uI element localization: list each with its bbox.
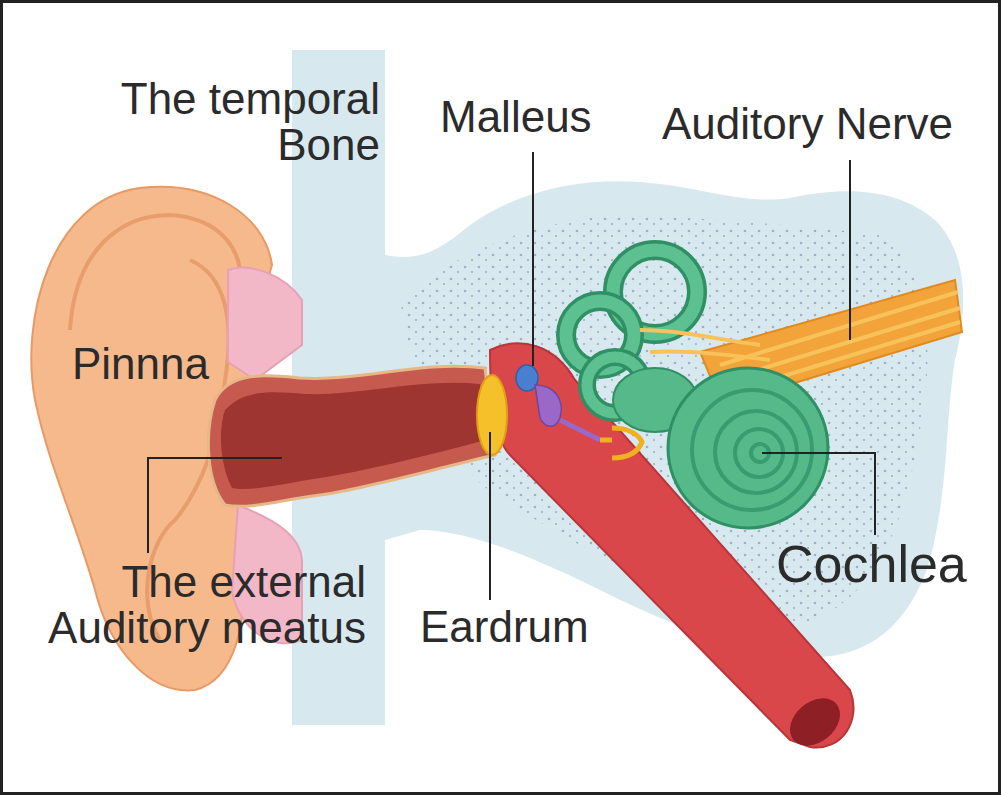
part-label: Malleus xyxy=(440,94,630,140)
part-label: The temporal Bone xyxy=(98,76,380,168)
leader-line xyxy=(148,458,282,553)
part-label: Eardrum xyxy=(420,604,620,650)
part-label: Pinnna xyxy=(72,341,242,387)
leader-line xyxy=(762,453,875,535)
leader-line xyxy=(532,152,534,366)
part-label: Cochlea xyxy=(776,537,994,592)
leader-line xyxy=(849,160,851,340)
part-label: The external Auditory meatus xyxy=(22,559,366,651)
leader-line xyxy=(489,432,491,600)
part-label: Auditory Nerve xyxy=(662,101,988,147)
